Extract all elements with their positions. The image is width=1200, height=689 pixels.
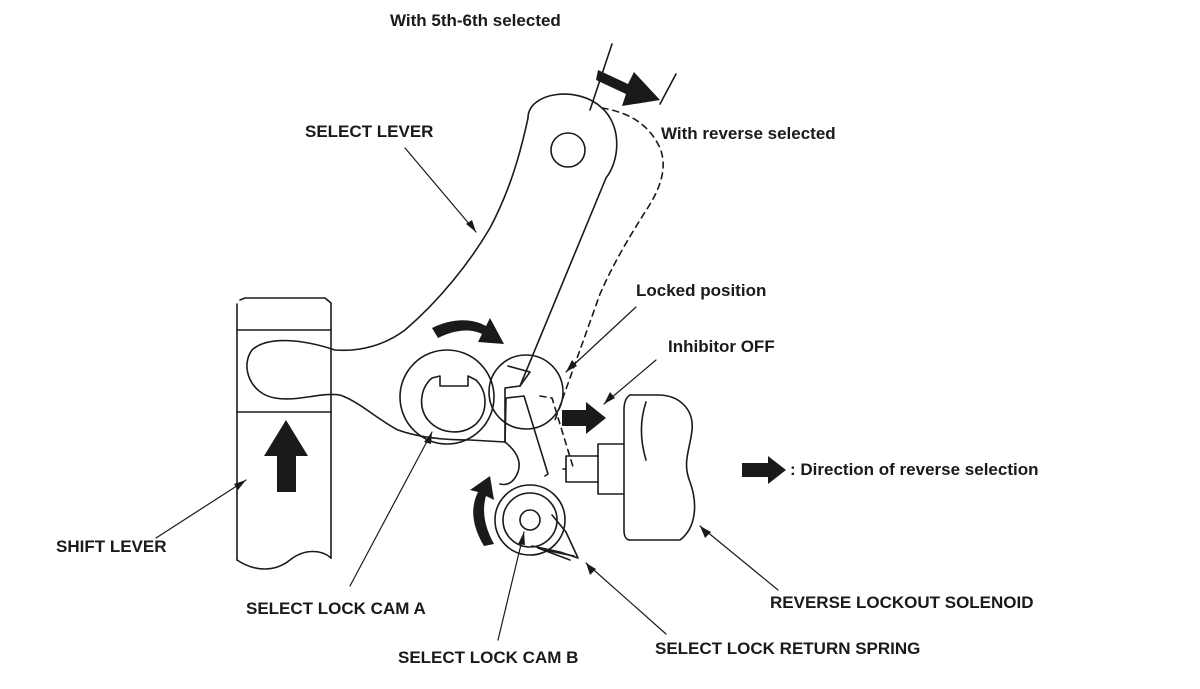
label-locked-position: Locked position	[636, 281, 767, 300]
cam-a-lobe	[504, 395, 549, 477]
label-select-lock-cam-a: SELECT LOCK CAM A	[246, 599, 426, 618]
label-select-lock-cam-b: SELECT LOCK CAM B	[398, 648, 579, 667]
label-with-5th-6th-selected: With 5th-6th selected	[390, 11, 561, 30]
reverse-lockout-solenoid	[559, 394, 696, 541]
leader-shift-lever	[155, 479, 247, 539]
solenoid-direction-arrow-icon	[562, 402, 606, 434]
label-select-lock-return-spring: SELECT LOCK RETURN SPRING	[655, 639, 921, 658]
leader-cam-a	[349, 431, 433, 587]
label-direction-of-reverse-selection: : Direction of reverse selection	[790, 460, 1039, 479]
leader-lines	[155, 147, 779, 641]
leader-select-lever	[404, 147, 477, 233]
label-with-reverse-selected: With reverse selected	[661, 124, 836, 143]
shift-up-arrow-icon	[264, 420, 308, 492]
leader-solenoid	[699, 525, 779, 591]
label-shift-lever: SHIFT LEVER	[56, 537, 167, 556]
curved-arrow-lower-icon	[470, 476, 494, 546]
shift-lever-shaft	[236, 297, 332, 570]
direction-arrows	[264, 70, 786, 546]
locked-position-circle	[488, 354, 564, 430]
select-lock-cam-a	[399, 349, 495, 445]
select-lock-cam-b	[494, 484, 579, 561]
leader-cam-b	[497, 531, 525, 641]
leader-arrowheads	[234, 220, 711, 575]
curved-arrow-upper-icon	[432, 318, 504, 344]
label-reverse-lockout-solenoid: REVERSE LOCKOUT SOLENOID	[770, 593, 1034, 612]
leader-return-spring	[585, 562, 667, 635]
label-inhibitor-off: Inhibitor OFF	[668, 337, 775, 356]
select-lever-body	[246, 93, 618, 486]
leader-locked-position	[565, 306, 637, 373]
legend-arrow-icon	[742, 456, 786, 484]
label-select-lever: SELECT LEVER	[305, 122, 434, 141]
top-reverse-arrow-icon	[596, 70, 660, 106]
select-lever-reverse-outline	[539, 107, 664, 471]
